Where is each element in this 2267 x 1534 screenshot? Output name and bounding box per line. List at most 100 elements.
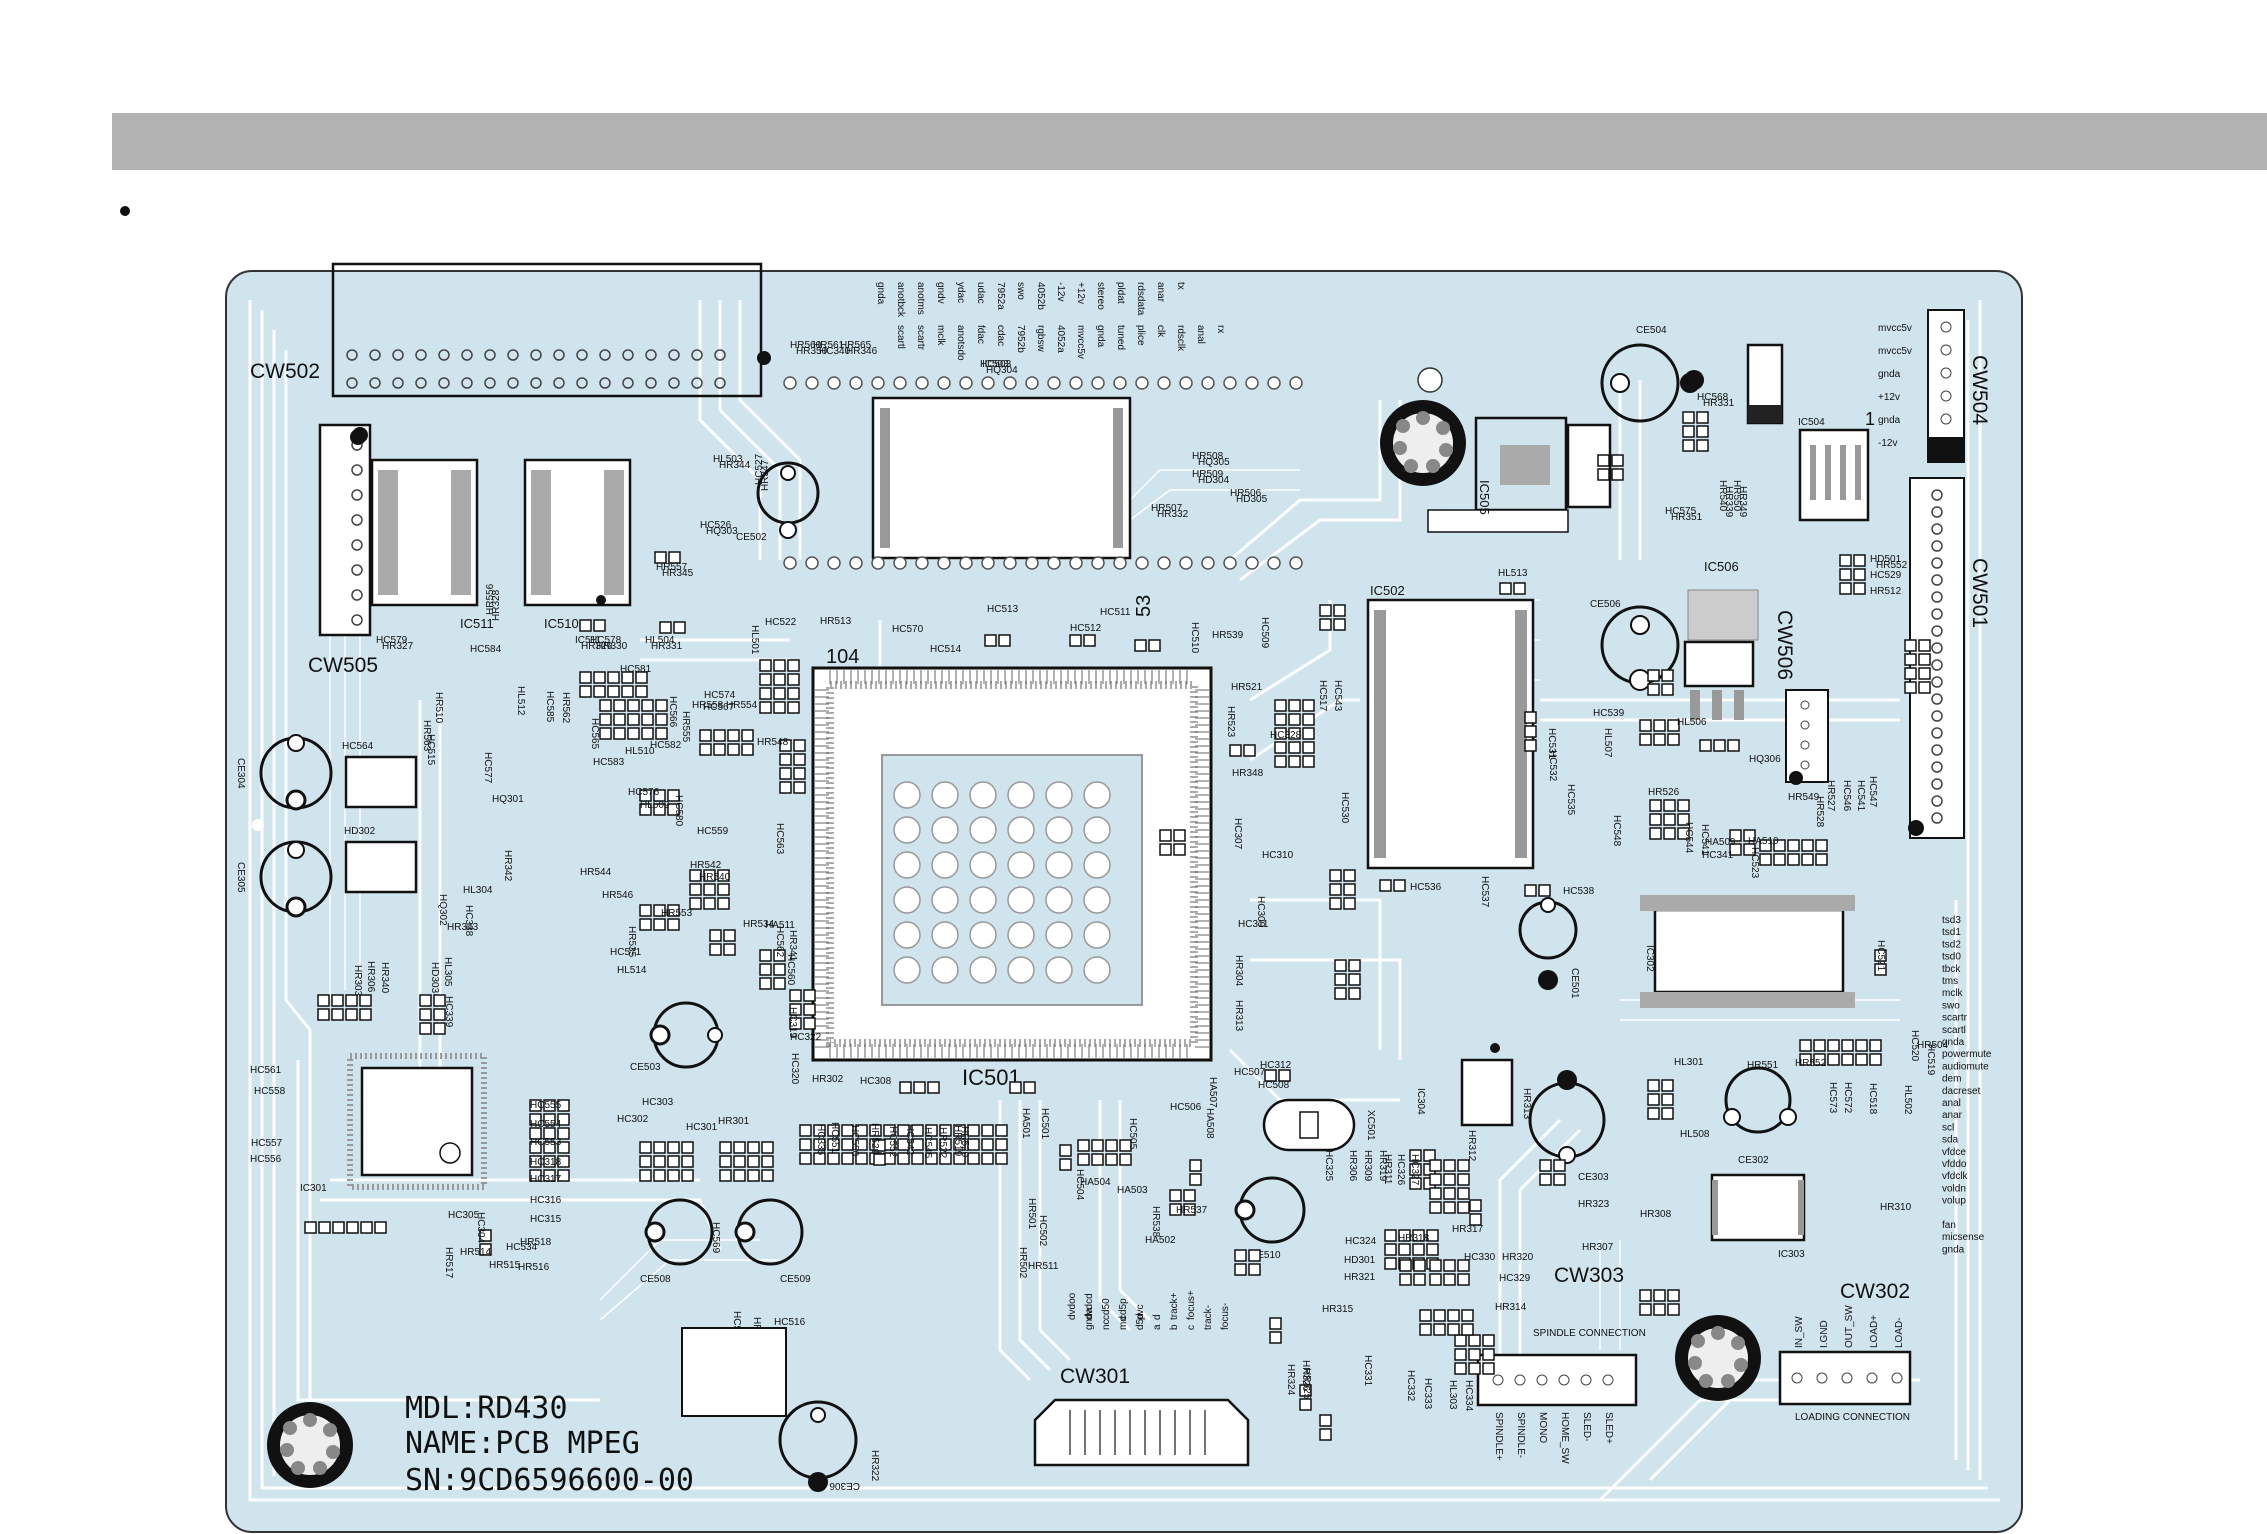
smd-pad (1443, 1259, 1456, 1272)
smd-pad (787, 701, 800, 714)
smd-pad (827, 1152, 840, 1165)
smd-pad (1869, 1039, 1882, 1052)
smd-pad (1663, 827, 1676, 840)
smd-pad (1539, 1159, 1552, 1172)
cw303-label: CW303 (1554, 1264, 1624, 1287)
ref-designator-label: HR313 (1233, 1000, 1244, 1032)
ce501-label: CE501 (1569, 968, 1580, 999)
ref-designator-label: HC523 (1749, 847, 1760, 879)
ce503-label: CE503 (630, 1062, 661, 1073)
cw302-pin-label: I.GND (1819, 1320, 1830, 1348)
ref-designator-label: HR534 (743, 919, 775, 930)
ref-designator-label: HC584 (470, 644, 502, 655)
ref-designator-label: HC572 (1842, 1082, 1853, 1114)
cw501-pin-label: fan (1942, 1220, 1956, 1231)
ref-designator-label: HC567 (703, 702, 735, 713)
ref-designator-label: HR310 (1880, 1202, 1912, 1213)
smd-pad (841, 1138, 854, 1151)
ref-designator-label: HC585 (544, 691, 555, 723)
smd-pad (1343, 883, 1356, 896)
ref-designator-label: HR529 (869, 1123, 880, 1155)
capacitor-ce509 (734, 1198, 804, 1266)
smd-pad (1729, 843, 1742, 856)
smd-pad (723, 943, 736, 956)
cw303-pin-label: SPINDLE- (1515, 1412, 1526, 1458)
smd-pad (1597, 454, 1610, 467)
smd-pad (719, 1169, 732, 1182)
smd-pad (1454, 1362, 1467, 1375)
smd-pad (1813, 1053, 1826, 1066)
ref-designator-label: HA509 (1705, 837, 1736, 848)
smd-pad (1299, 1398, 1312, 1411)
smd-pad (1904, 639, 1917, 652)
diode-hd501 (1746, 343, 1784, 425)
smd-pad (773, 687, 786, 700)
bga-ball (1007, 956, 1035, 984)
smd-pad (1454, 1348, 1467, 1361)
bga-ball (969, 851, 997, 879)
smd-pad (1827, 1053, 1840, 1066)
cw501-pin-label: volup (1942, 1196, 1966, 1207)
smd-pad (1159, 843, 1172, 856)
smd-pad (733, 1141, 746, 1154)
smd-pad (639, 1141, 652, 1154)
ref-designator-label: HR549 (1788, 792, 1820, 803)
smd-pad (897, 1152, 910, 1165)
smd-pad (761, 1169, 774, 1182)
header-label-a: swo (1015, 282, 1026, 300)
ref-designator-label: HR556 (485, 583, 496, 615)
cw302-pin-label: IN_SW (1794, 1316, 1805, 1348)
smd-pad (1524, 884, 1537, 897)
ref-designator-label: HL502 (1902, 1085, 1913, 1115)
ce302-label: CE302 (1738, 1155, 1769, 1166)
smd-pad (773, 673, 786, 686)
ref-designator-label: HR302 (812, 1074, 844, 1085)
smd-pad (1083, 634, 1096, 647)
smd-pad (1264, 1069, 1277, 1082)
ref-designator-label: HR331 (651, 641, 683, 652)
smd-pad (654, 551, 667, 564)
header-label-b: anotsdo (955, 325, 966, 361)
cw501-pin-hole (1931, 659, 1943, 671)
smd-pad (1413, 1259, 1426, 1272)
smd-pad (1288, 699, 1301, 712)
ref-designator-label: HC541 (1699, 824, 1710, 856)
cw501-pin-hole (1931, 710, 1943, 722)
ref-designator-label: HC328 (1270, 730, 1302, 741)
ref-designator-label: HC311 (1238, 919, 1269, 930)
bga-ball (1083, 851, 1111, 879)
bga-ball (1083, 886, 1111, 914)
smd-pad (1234, 1249, 1247, 1262)
ref-designator-label: HR501 (1026, 1198, 1037, 1230)
smd-pad (1433, 1323, 1446, 1336)
ref-designator-label: HR522 (937, 1127, 948, 1159)
smd-pad (1799, 1053, 1812, 1066)
ref-designator-label: HR506 (1230, 488, 1262, 499)
ref-designator-label: HQ302 (437, 894, 448, 926)
smd-pad (1499, 582, 1512, 595)
ref-designator-label: HR538 (1150, 1206, 1161, 1238)
smd-pad (1904, 681, 1917, 694)
ref-designator-label: HR523 (1225, 706, 1236, 738)
smd-pad (717, 883, 730, 896)
smd-pad (579, 619, 592, 632)
smd-pad (332, 1221, 345, 1234)
smd-pad (1457, 1187, 1470, 1200)
cw504-pin-label: -12v (1878, 438, 1897, 449)
smd-pad (1682, 439, 1695, 452)
smd-pad (653, 904, 666, 917)
smd-pad (1234, 1263, 1247, 1276)
smd-pad (1815, 853, 1828, 866)
ref-designator-label: HC555 (530, 1100, 562, 1111)
smd-pad (419, 1008, 432, 1021)
smd-pad (593, 685, 606, 698)
smd-pad (557, 1155, 570, 1168)
ref-designator-label: HC578 (590, 635, 622, 646)
ce306-label: CE306 (829, 1480, 860, 1491)
smd-pad (897, 1124, 910, 1137)
ref-designator-label: HA503 (1117, 1185, 1148, 1196)
ref-designator-label: HR509 (1192, 469, 1224, 480)
smd-pad (1874, 963, 1887, 976)
ref-designator-label: HC511 (1100, 607, 1131, 618)
